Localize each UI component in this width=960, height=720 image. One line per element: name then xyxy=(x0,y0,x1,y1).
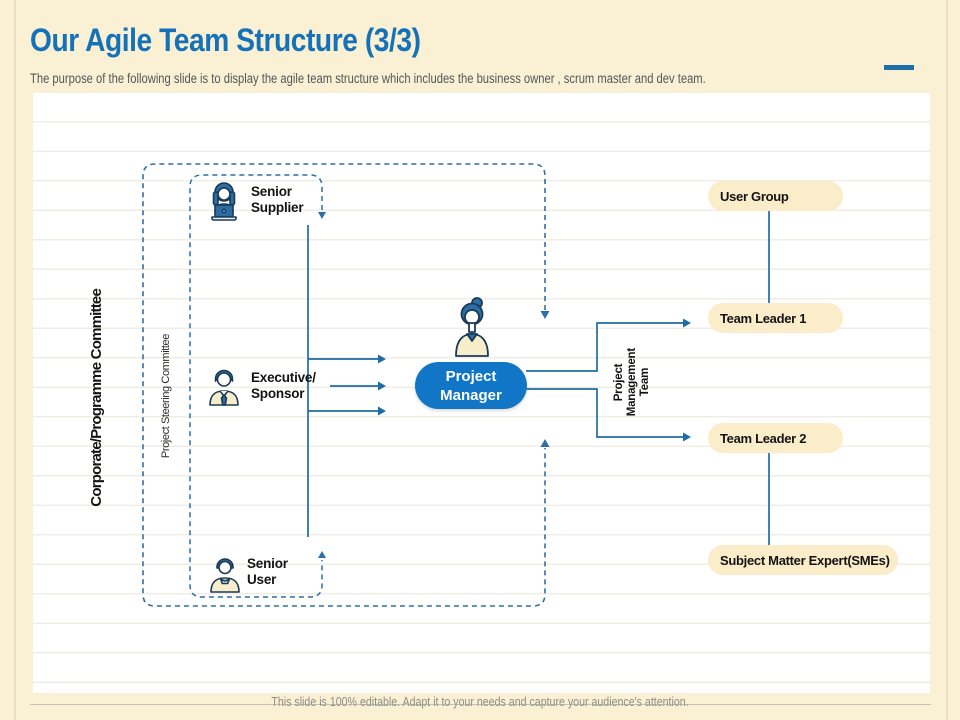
man-scarf-icon xyxy=(204,552,246,599)
project-management-team-label: Project Management Team xyxy=(612,347,651,417)
footer-note: This slide is 100% editable. Adapt it to… xyxy=(271,695,689,709)
page-title: Our Agile Team Structure (3/3) xyxy=(30,22,421,58)
woman-bun-icon xyxy=(446,296,498,363)
right-edge-divider xyxy=(946,0,948,720)
team-leader-2-node: Team Leader 2 xyxy=(708,423,843,453)
team-leader-1-node: Team Leader 1 xyxy=(708,303,843,333)
woman-laptop-icon xyxy=(202,179,246,226)
senior-user-label: Senior User xyxy=(247,556,288,587)
corporate-programme-committee-label: Corporate/Programme Committee xyxy=(87,289,105,507)
senior-supplier-label: Senior Supplier xyxy=(251,184,304,215)
left-edge-divider xyxy=(14,0,16,720)
user-group-node: User Group xyxy=(708,181,843,211)
project-steering-committee-label: Project Steering Committee xyxy=(160,333,172,459)
subject-matter-expert-node: Subject Matter Expert(SMEs) xyxy=(708,545,898,575)
title-accent-dash xyxy=(884,65,914,70)
project-manager-node: Project Manager xyxy=(415,362,527,409)
slide-subtitle: The purpose of the following slide is to… xyxy=(30,71,706,86)
footer-divider xyxy=(30,704,931,705)
executive-sponsor-label: Executive/ Sponsor xyxy=(251,370,316,401)
man-tie-icon xyxy=(202,365,246,412)
